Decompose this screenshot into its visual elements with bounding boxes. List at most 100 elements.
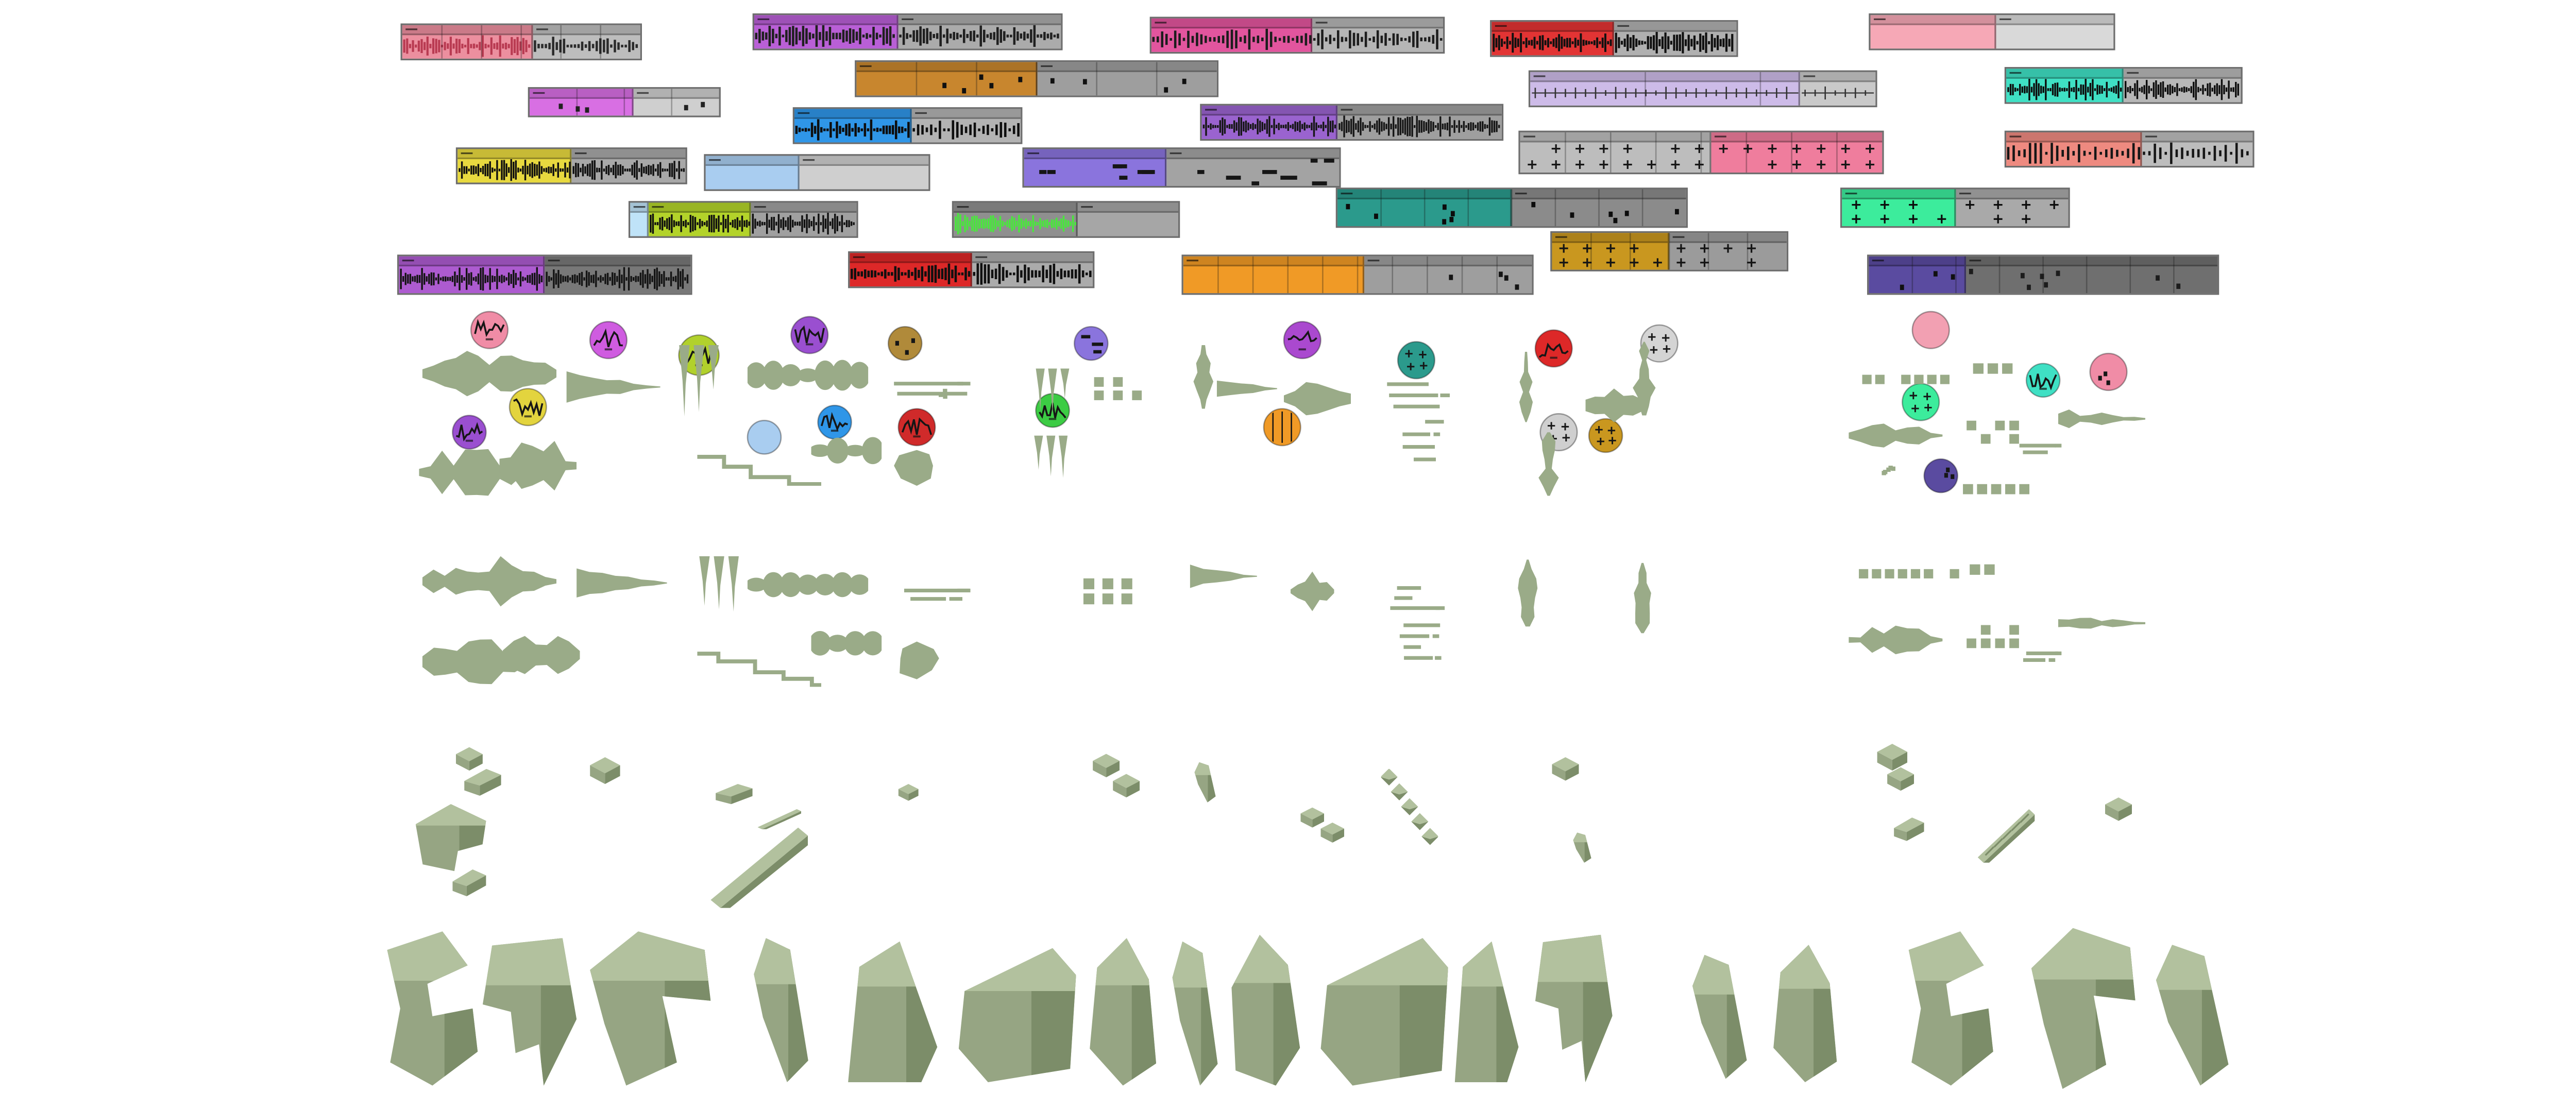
waveform-silhouette <box>1633 342 1656 416</box>
clip-header <box>633 89 719 99</box>
iso-mini-shape <box>1977 809 2035 863</box>
sample-disc <box>1283 321 1321 360</box>
sample-disc <box>1263 408 1301 447</box>
clip-segment <box>1037 62 1217 96</box>
disc-waveform <box>1081 335 1104 354</box>
clip-header <box>2006 132 2141 143</box>
sample-disc <box>1588 418 1623 453</box>
disc-waveform <box>455 422 483 442</box>
iso-mini-shape <box>898 784 919 801</box>
waveform-silhouette <box>747 360 869 391</box>
clip-segment <box>1869 256 1966 294</box>
clip-header <box>1530 72 1799 82</box>
clip-title-dash <box>1027 151 1039 155</box>
clip-header <box>1996 15 2114 25</box>
terrain-block <box>482 938 577 1086</box>
waveform-silhouette <box>1399 623 1442 660</box>
waveform-silhouette <box>1518 559 1538 627</box>
waveform-silhouette <box>1283 382 1351 416</box>
terrain-block <box>1231 934 1300 1086</box>
clip-header <box>1520 132 1710 143</box>
waveform-silhouette <box>1083 578 1132 605</box>
waveform-silhouette <box>1387 382 1450 408</box>
iso-mini-shape <box>464 769 501 796</box>
waveform-silhouette <box>1290 571 1334 611</box>
waveform-silhouette <box>422 639 527 685</box>
clip-title-dash <box>1617 24 1630 27</box>
iso-mini-shape <box>455 747 483 771</box>
clip-title-dash <box>754 205 766 208</box>
iso-mini-shape <box>1887 767 1914 791</box>
clip-header <box>457 149 570 159</box>
sample-disc <box>2025 363 2061 398</box>
sample-disc <box>1923 458 1959 493</box>
clip-header <box>399 256 544 267</box>
clip-header <box>1077 202 1178 213</box>
clip-title-dash <box>1872 259 1884 262</box>
terrain-block <box>2031 928 2136 1089</box>
audio-clip <box>792 107 1023 144</box>
clip-segment <box>1800 72 1876 106</box>
sample-disc <box>509 388 547 426</box>
clip-header <box>1552 233 1668 243</box>
disc-waveform <box>1538 343 1569 359</box>
clip-title-dash <box>1315 21 1328 24</box>
clip-title-dash <box>1959 192 1971 195</box>
clip-title-dash <box>2145 134 2157 138</box>
audio-clip <box>2004 130 2255 168</box>
clip-segment <box>1520 132 1711 173</box>
sample-disc <box>747 420 782 455</box>
clip-title-dash <box>633 205 646 208</box>
clip-header <box>1337 105 1502 116</box>
clip-title-dash <box>536 27 548 30</box>
clip-header <box>1669 233 1787 243</box>
waveform-silhouette <box>422 556 557 607</box>
clip-title-dash <box>859 64 872 67</box>
clip-header <box>754 15 897 25</box>
waveform-silhouette <box>1849 423 1943 448</box>
audio-clip <box>704 154 930 191</box>
terrain-block <box>590 931 711 1086</box>
clip-title-dash <box>975 255 988 259</box>
iso-mini-shape <box>1381 769 1438 845</box>
clip-title-dash <box>548 259 560 262</box>
disc-waveform <box>794 325 825 346</box>
waveform-silhouette <box>1849 625 1943 655</box>
clip-header <box>954 202 1076 213</box>
waveform-silhouette <box>900 641 939 679</box>
disc-waveform <box>1595 426 1616 446</box>
clip-segment <box>1842 189 1956 227</box>
clip-header <box>911 109 1021 119</box>
terrain-block <box>1320 938 1448 1086</box>
waveform-silhouette <box>1862 374 1950 384</box>
clip-segment <box>1183 256 1365 294</box>
clip-header <box>751 202 857 213</box>
clip-header <box>1512 189 1686 200</box>
waveform-silhouette <box>1390 586 1445 610</box>
clip-title-dash <box>2009 134 2022 138</box>
clip-segment <box>1512 189 1686 227</box>
waveform-silhouette <box>1094 377 1142 400</box>
sample-disc <box>1073 326 1109 361</box>
clip-segment <box>1024 149 1167 186</box>
clip-header <box>898 15 1061 25</box>
waveform-silhouette <box>1882 466 1895 475</box>
clip-segment <box>1077 202 1178 236</box>
sample-disc <box>897 408 936 447</box>
sample-disc <box>817 404 852 440</box>
waveform-silhouette <box>577 568 667 598</box>
clip-segment <box>1870 15 1996 49</box>
iso-mini-shape <box>1113 774 1140 798</box>
disc-waveform <box>1648 333 1671 354</box>
waveform-silhouette <box>1538 432 1559 496</box>
clip-header <box>1166 149 1340 159</box>
audio-clip <box>2004 67 2243 104</box>
waveform-silhouette <box>699 556 739 612</box>
clip-title-dash <box>1874 18 1886 21</box>
terrain-block <box>848 941 938 1082</box>
clip-title-dash <box>1999 18 2011 21</box>
clip-title-dash <box>915 111 927 114</box>
clip-header <box>2142 132 2253 143</box>
terrain-block <box>754 938 808 1082</box>
